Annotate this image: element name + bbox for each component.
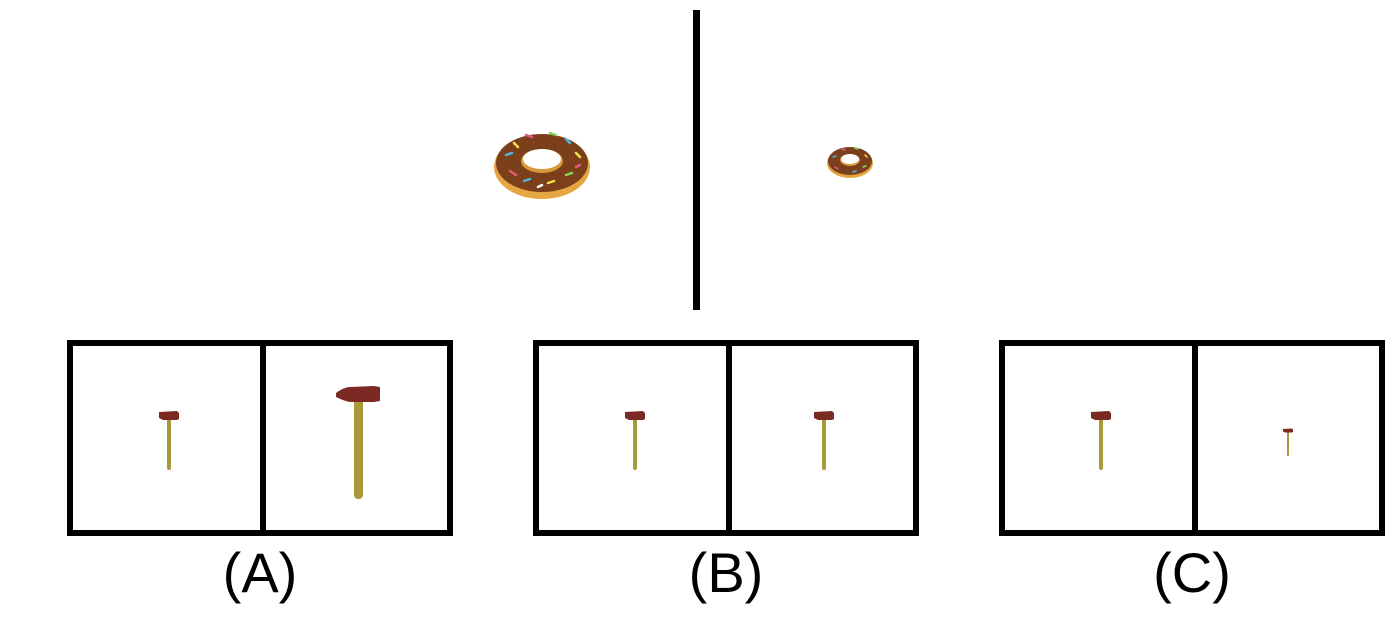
donut-large-icon [494,131,590,199]
option-b-divider [726,346,732,530]
donut-small-icon [827,147,873,178]
option-b-frame[interactable] [533,340,919,536]
option-a-divider [260,346,266,530]
hammer-icon [1091,411,1111,470]
option-a-frame[interactable] [67,340,453,536]
hammer-icon [1283,428,1293,456]
prompt-right-panel [825,143,875,181]
hammer-icon [159,411,179,470]
prompt-divider [693,10,700,310]
option-c-frame[interactable] [999,340,1385,536]
option-a-label: (A) [222,541,298,604]
option-c-divider [1192,346,1198,530]
option-c-label: (C) [1153,541,1231,604]
option-b-label: (B) [688,541,764,604]
option-a-left-panel [73,346,260,530]
hammer-icon [336,386,380,499]
hammer-icon [814,411,834,470]
option-b-right-panel [732,346,913,530]
option-a-right-panel [266,346,447,530]
prompt-left-panel [490,125,594,205]
hammer-icon [625,411,645,470]
option-c-right-panel [1198,346,1379,530]
option-b-left-panel [539,346,726,530]
option-c-left-panel [1005,346,1192,530]
